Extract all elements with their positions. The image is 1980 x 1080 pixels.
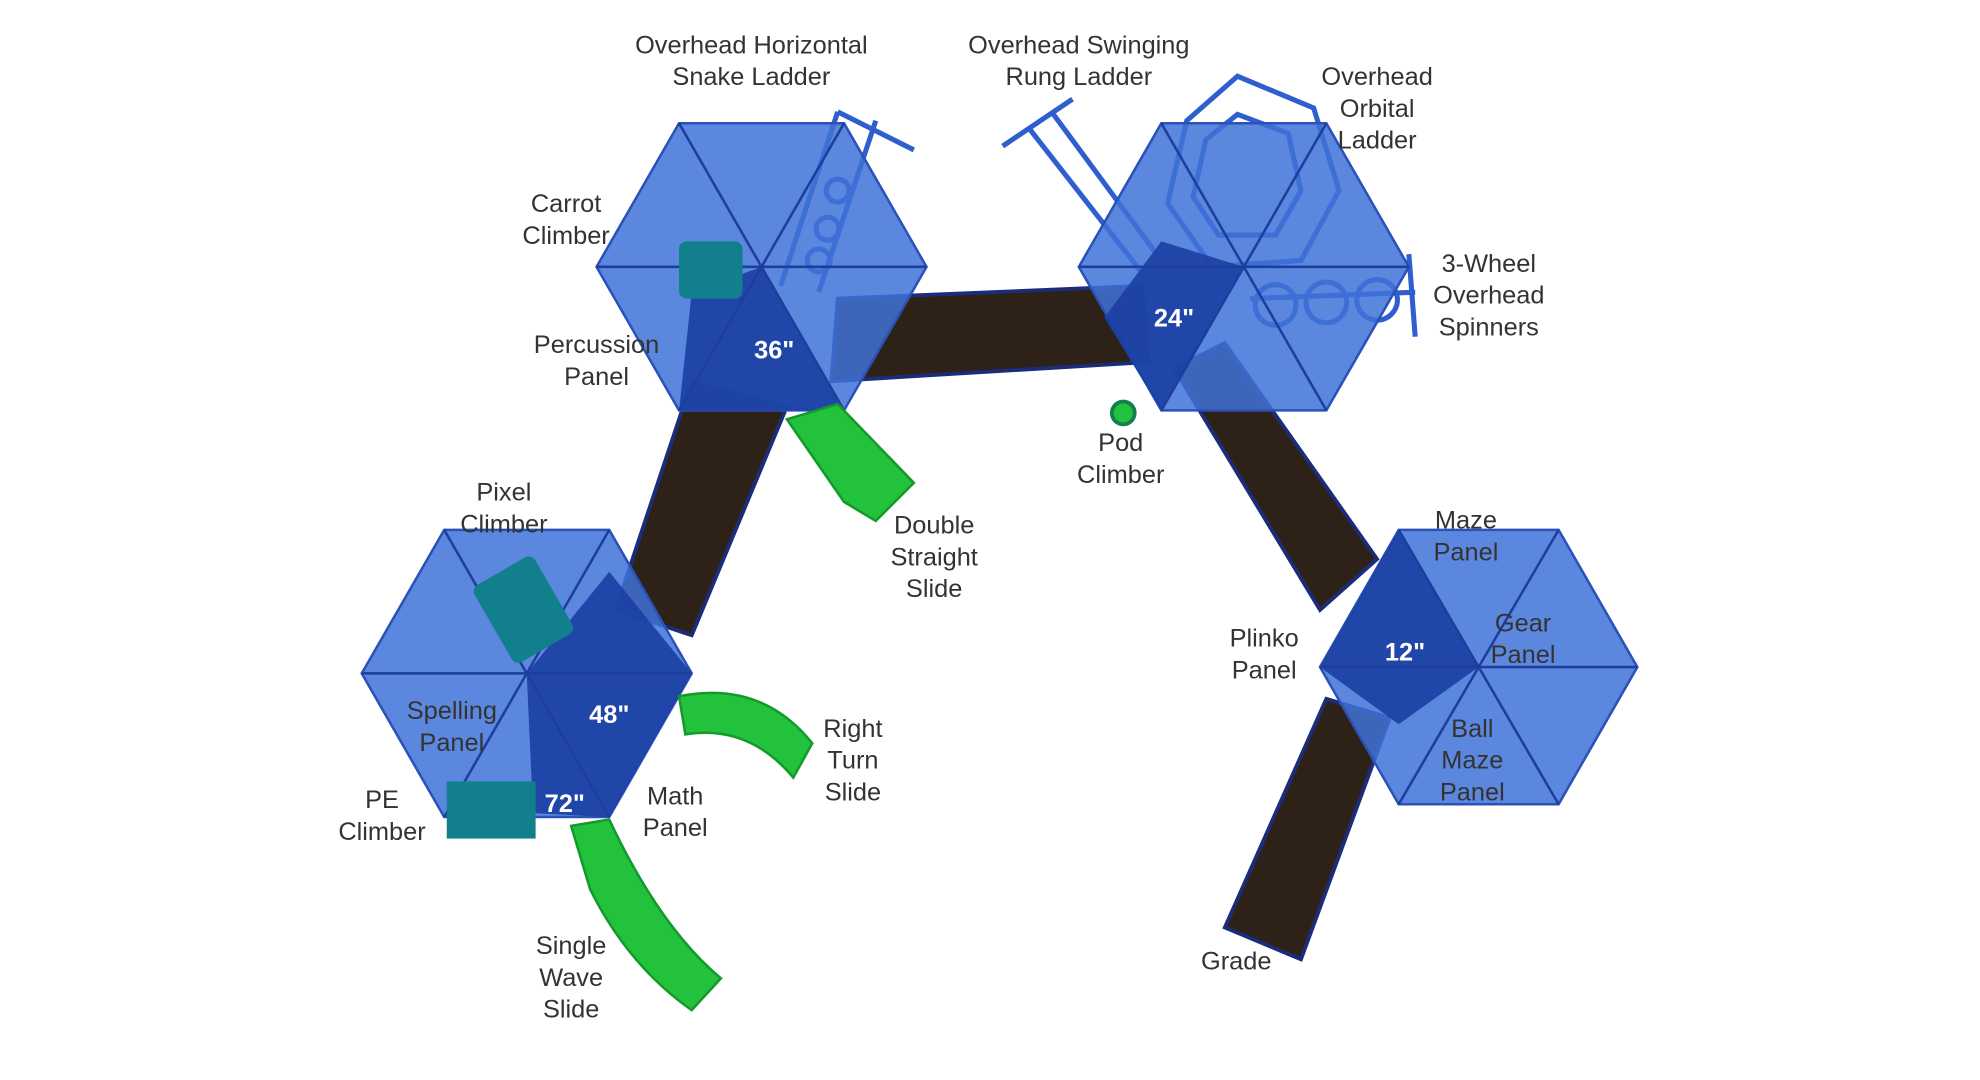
deck-height-36: 36" — [754, 336, 794, 364]
deck-height-48: 48" — [589, 701, 629, 729]
roof-12 — [1318, 528, 1639, 806]
right-turn-slide-icon — [677, 691, 814, 780]
carrot-climber-icon — [679, 241, 743, 299]
label-grade: Grade — [1201, 947, 1271, 975]
roof-24 — [1077, 121, 1411, 412]
double-straight-slide-icon — [784, 402, 916, 523]
roof-36 — [595, 121, 929, 412]
deck-height-12: 12" — [1385, 639, 1425, 667]
pe-climber-icon — [446, 781, 536, 839]
deck-height-24: 24" — [1154, 305, 1194, 333]
pod-climber-icon — [1109, 399, 1137, 427]
single-wave-slide-icon — [569, 818, 723, 1012]
roof-48-72 — [360, 528, 694, 819]
deck-height-72: 72" — [545, 790, 585, 818]
pixel-climber-icon — [473, 556, 574, 663]
